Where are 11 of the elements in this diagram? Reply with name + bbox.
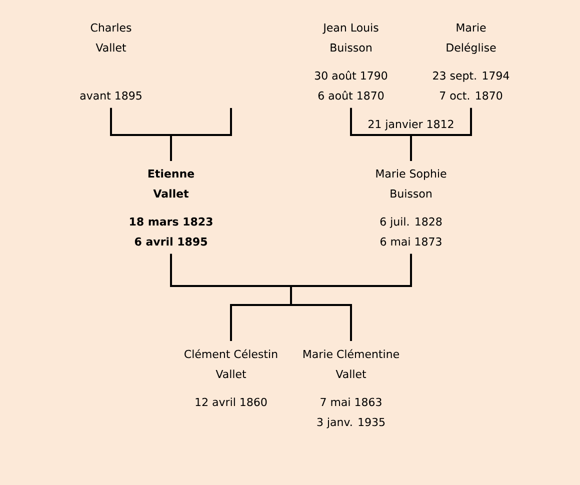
person-label: Charles Vallet avant 1895: [80, 23, 142, 100]
connector-line: [170, 108, 232, 161]
person-label: Jean Louis Buisson 30 août 1790 6 août 1870: [314, 23, 388, 100]
person-label: Marie Deléglise 23 sept. 1794 7 oct. 1870: [433, 23, 510, 100]
person-label: Marie Clémentine Vallet 7 mai 1863 3 janv. 1935: [304, 349, 399, 428]
connector-line: [410, 108, 472, 161]
person-label: Etienne Vallet 18 mars 1823 6 avril 1895: [130, 169, 212, 246]
connector-line: [290, 254, 412, 341]
date-label: 21 janvier 1812: [368, 120, 454, 130]
person-label: Clément Célestin Vallet 12 avril 1860: [184, 349, 278, 406]
person-label: Marie Sophie Buisson 6 juil. 1828 6 mai 1873: [376, 169, 446, 246]
